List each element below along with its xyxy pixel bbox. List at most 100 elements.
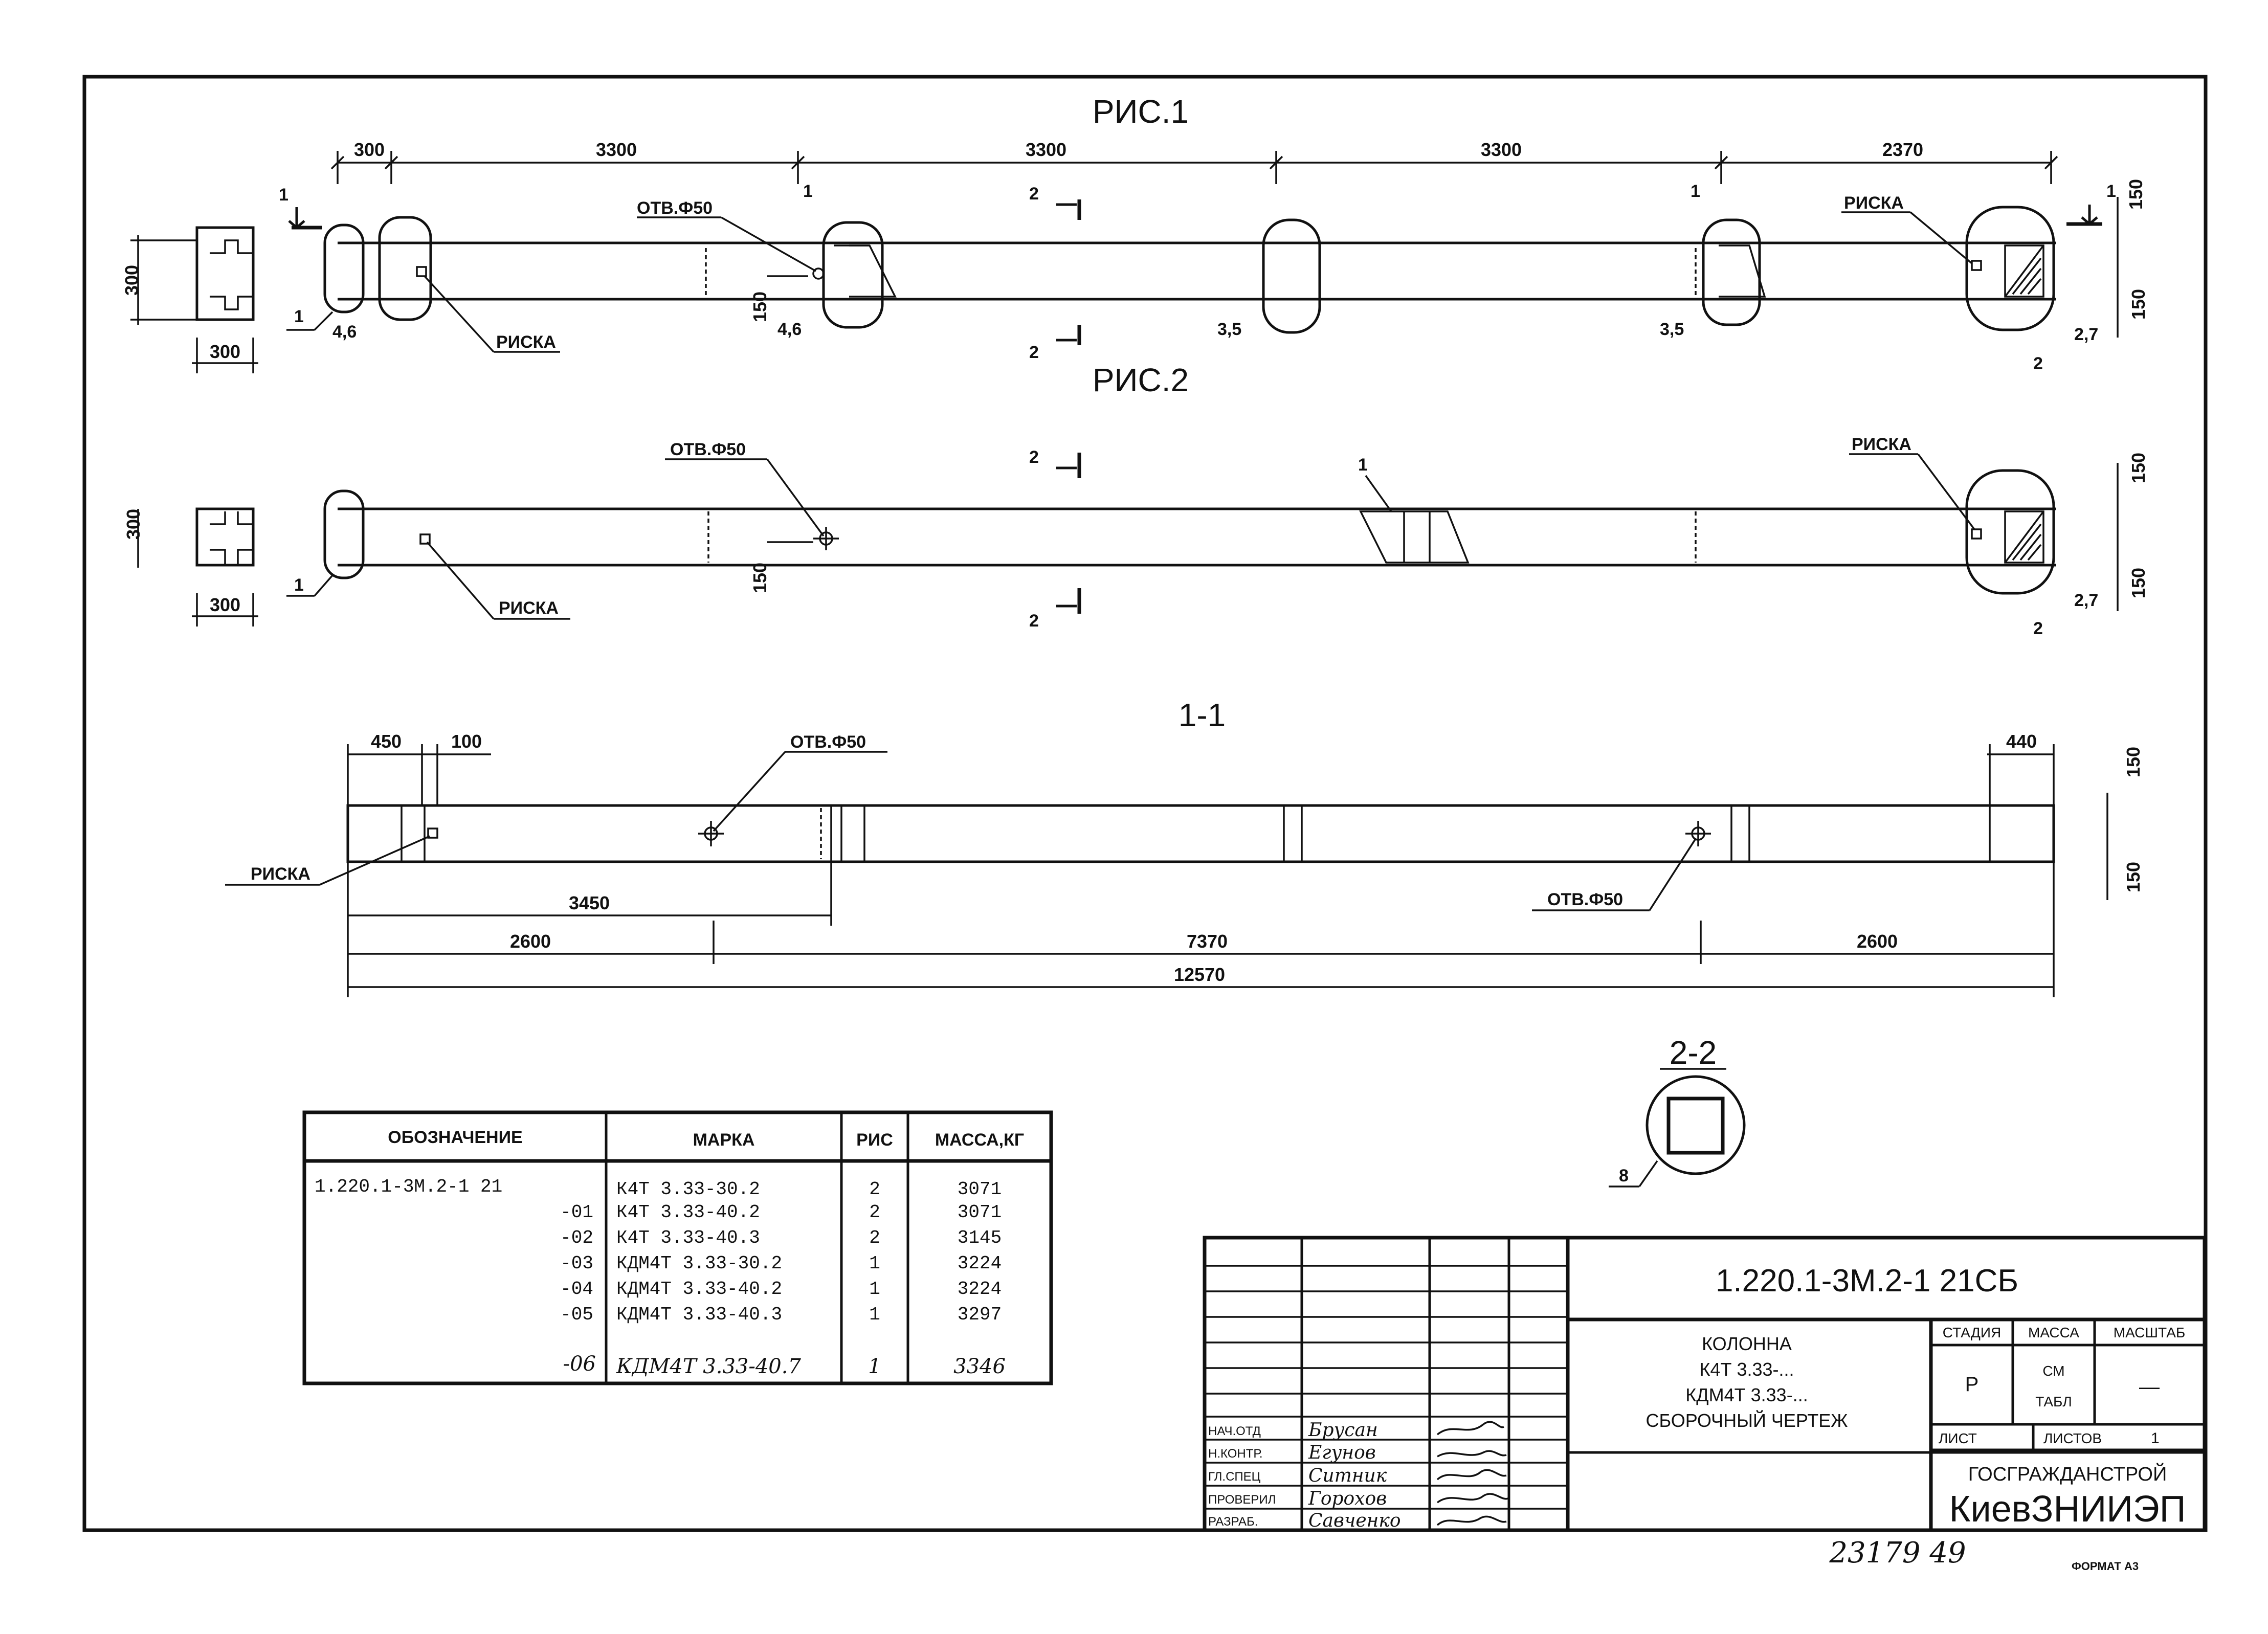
fig1-mark-label-left: РИСКА [496,332,556,352]
fig2-callout-1: 1 [1358,455,1368,475]
doc-name-line-3: КДМ4Т 3.33-... [1685,1384,1808,1405]
fig1-dim-3300-c: 3300 [1481,139,1522,160]
fig1-marker-1-right: 1 [2106,182,2116,201]
stage-value: Р [1965,1373,1979,1396]
name-4: Савченко [1308,1510,1401,1531]
fig2-column [323,469,2056,595]
fig1-hole-label: ОТВ.Ф50 [637,198,713,218]
sheet-label: ЛИСТ [1939,1430,1977,1446]
org-line-2: КиевЗНИИЭП [1949,1489,2186,1530]
section-hole-label-bottom: ОТВ.Ф50 [1547,890,1623,909]
fig1-dim-150-bottom: 150 [2128,289,2149,320]
name-0: Брусан [1308,1420,1378,1441]
doc-name-line-1: КОЛОННА [1702,1333,1792,1354]
signatures [1436,1421,1508,1526]
fig2-callout-1-left: 1 [294,575,304,595]
section-2-2-callout-8: 8 [1619,1166,1629,1185]
fig2-section-dim-300-h: 300 [210,594,240,615]
mass-header: МАССА [2028,1325,2079,1340]
fig1-callout-46-mid: 4,6 [777,320,802,339]
section-dim-2600-left: 2600 [510,931,551,952]
fig1-callout-1: 1 [803,182,813,201]
title-block [1203,1236,2207,1532]
signature-0 [1436,1421,1504,1436]
fig1-callout-1b: 1 [1691,182,1700,201]
fig1-mark-label-right: РИСКА [1844,193,1904,213]
signature-1 [1437,1450,1507,1458]
table-row-1-fig: 2 [869,1202,880,1223]
table-row-1-designation: -01 [560,1202,593,1223]
fig1-callout-35-right: 3,5 [1660,320,1684,339]
doc-name-line-4: СБОРОЧНЫЙ ЧЕРТЕЖ [1646,1409,1848,1431]
section-dim-450: 450 [371,731,402,752]
fig2-callout-27: 2,7 [2074,591,2098,610]
scale-header: МАСШТАБ [2114,1325,2186,1340]
sheets-label: ЛИСТОВ [2043,1430,2102,1446]
name-3: Горохов [1308,1488,1387,1509]
doc-code: 1.220.1-3М.2-1 21СБ [1716,1263,2018,1299]
role-3: ПРОВЕРИЛ [1208,1493,1276,1507]
sheet-frame [82,75,2208,1532]
table-header-mass: МАССА,КГ [935,1130,1024,1150]
table-row-5-mark: КДМ4Т 3.33-40.3 [616,1304,782,1325]
section-dim-150-top: 150 [2123,747,2144,777]
fig2-hole-label: ОТВ.Ф50 [670,440,746,459]
fig1-dim-3300-a: 3300 [596,139,637,160]
section-dim-150-bottom: 150 [2123,862,2144,892]
section-dim-3450: 3450 [569,892,610,913]
table-row-2-designation: -02 [560,1227,593,1248]
section-dim-7370: 7370 [1187,931,1228,952]
table-row-4-fig: 1 [869,1279,880,1300]
table-header-mark: МАРКА [693,1130,755,1150]
fig1-dim-150: 150 [749,292,770,322]
section-1-1-beam [346,804,2055,863]
fig2-dim-150-bottom: 150 [2128,568,2149,598]
fig1-marker-2-top: 2 [1029,184,1039,204]
fig2-section-dim-300-v: 300 [123,509,144,540]
fig1-cross-section: 300 300 [121,226,258,373]
section-dim-12570: 12570 [1174,964,1225,985]
table-header-designation: ОБОЗНАЧЕНИЕ [388,1128,522,1147]
table-row-6-mark: КДМ4Т 3.33-40.7 [616,1355,801,1378]
table-row-2-mass: 3145 [958,1227,1002,1248]
org-line-1: ГОСГРАЖДАНСТРОЙ [1968,1462,2167,1485]
table-row-6-fig: 1 [868,1355,881,1378]
fig2-dim-150: 150 [749,563,770,593]
table-row-6-designation: -06 [563,1352,596,1376]
section-dim-2600-right: 2600 [1857,931,1898,952]
table-row-5-mass: 3297 [958,1304,1002,1325]
section-dim-100: 100 [451,731,482,752]
fig1-dim-2370: 2370 [1882,139,1923,160]
spec-table [302,1110,1053,1385]
fig2-title: РИС.2 [1093,362,1189,398]
title-block-roles: НАЧ.ОТД Н.КОНТР. ГЛ.СПЕЦ ПРОВЕРИЛ РАЗРАБ… [1208,1420,1401,1531]
fig1-callout-1c: 1 [294,307,304,326]
stage-header: СТАДИЯ [1943,1325,2001,1340]
table-row-0-mass: 3071 [958,1179,1002,1200]
signature-2 [1436,1469,1507,1481]
fig2-mark-label-left: РИСКА [499,598,559,618]
fig2-section-markers: 2 2 [1029,447,1081,631]
table-row-1-mark: К4Т 3.33-40.2 [616,1202,760,1223]
fig1-callout-2: 2 [2033,354,2043,373]
scale-value: — [2139,1376,2160,1398]
fig1-dim-150-top: 150 [2125,179,2146,210]
mass-value-2: ТАБЛ [2035,1394,2072,1409]
table-row-3-mass: 3224 [958,1253,1002,1274]
mass-value-1: СМ [2042,1363,2064,1379]
table-header-fig: РИС [856,1130,893,1150]
table-row-0-fig: 2 [869,1179,880,1200]
fig1-dim-3300-b: 3300 [1026,139,1066,160]
table-row-0-mark: К4Т 3.33-30.2 [616,1179,760,1200]
doc-name-line-2: К4Т 3.33-... [1699,1359,1794,1380]
section-mark-label: РИСКА [251,864,310,884]
fig2-dim-150-top: 150 [2128,453,2149,483]
table-row-3-mark: КДМ4Т 3.33-30.2 [616,1253,782,1274]
section-1-1-bottom-dims: 3450 2600 7370 2600 12570 [347,862,2055,997]
table-row-1-mass: 3071 [958,1202,1002,1223]
table-row-4-mark: КДМ4Т 3.33-40.2 [616,1279,782,1300]
section-hole-label-top: ОТВ.Ф50 [790,732,866,752]
table-row-3-designation: -03 [560,1253,593,1274]
fig2-mark-label-right: РИСКА [1852,435,1911,454]
table-row-6-mass: 3346 [953,1355,1006,1378]
